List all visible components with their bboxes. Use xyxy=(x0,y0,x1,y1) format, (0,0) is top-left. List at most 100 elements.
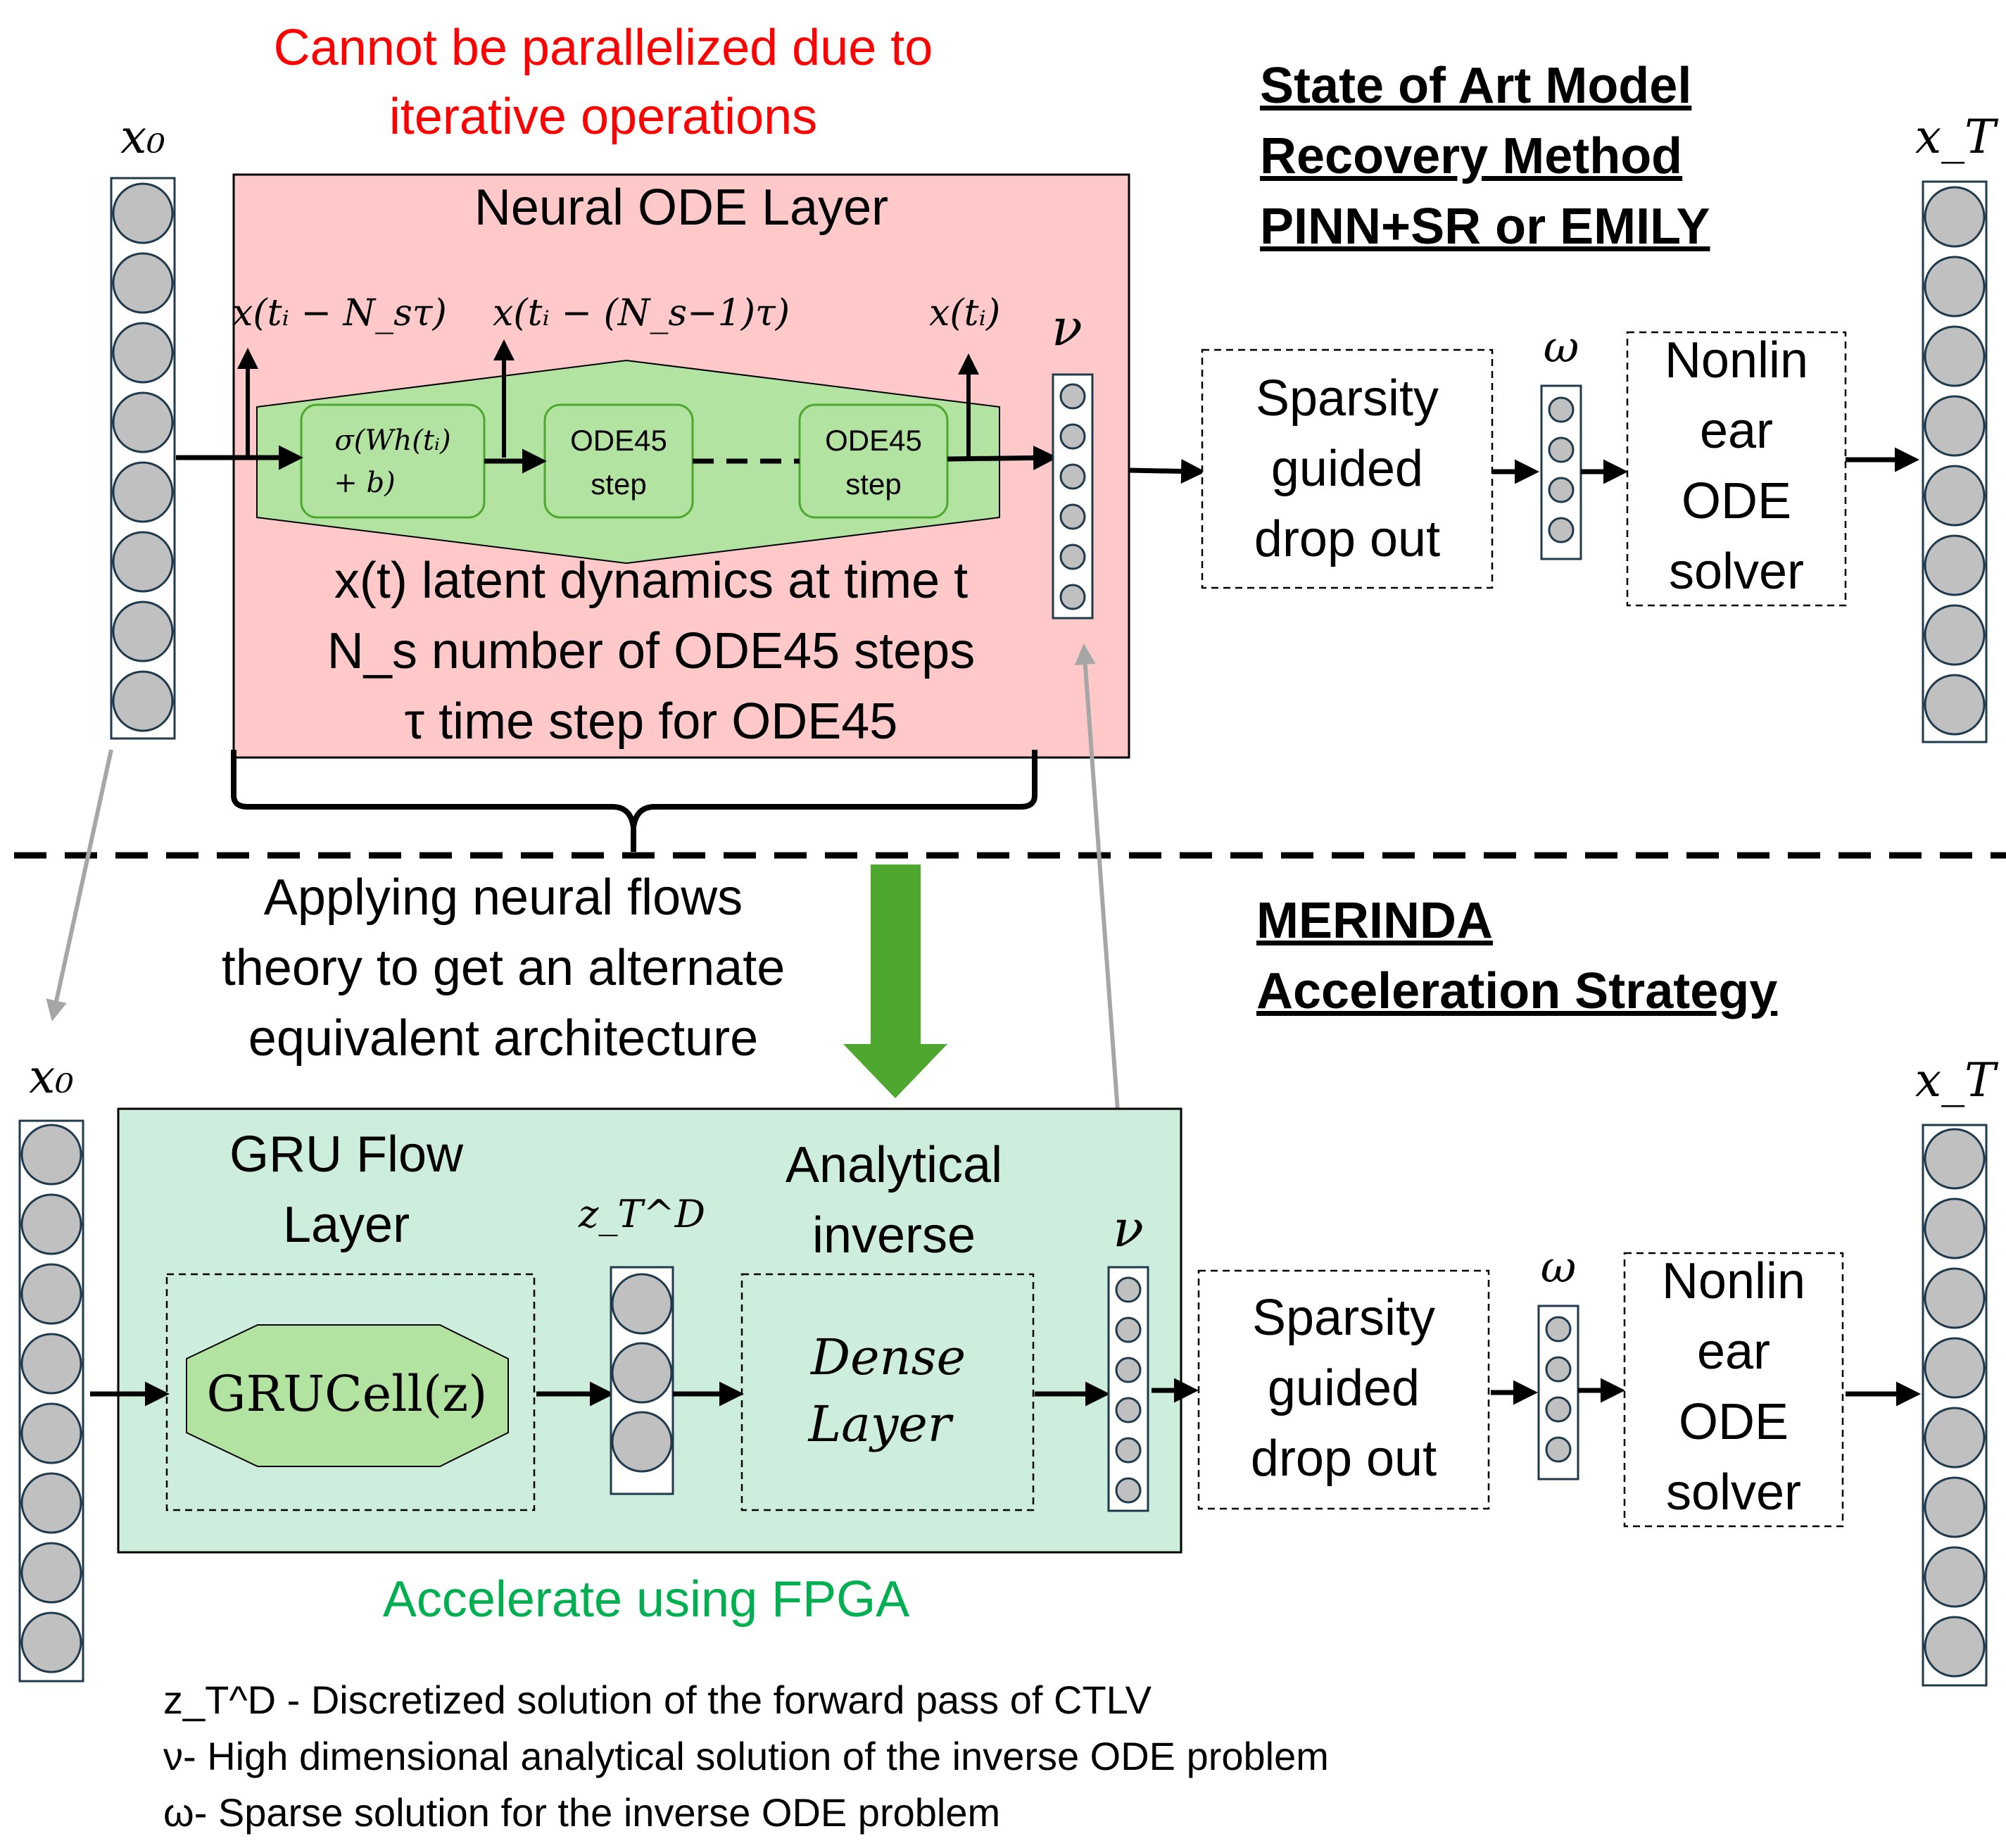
vector-node xyxy=(1924,1476,1986,1538)
vector-node xyxy=(20,1611,82,1673)
inverse-title-1: Analytical xyxy=(785,1137,1003,1193)
vector-node xyxy=(1924,1267,1986,1329)
vector-node xyxy=(1548,517,1575,543)
gru-title-2: Layer xyxy=(282,1197,410,1253)
vector-node xyxy=(1115,1316,1142,1343)
vector-node xyxy=(1059,423,1086,450)
vector-node xyxy=(1924,1407,1986,1469)
vector-node xyxy=(1924,674,1986,736)
ode-desc-3: τ time step for ODE45 xyxy=(404,693,898,750)
accelerate-label: Accelerate using FPGA xyxy=(382,1571,910,1628)
vector-node xyxy=(1059,503,1086,530)
vector-node xyxy=(1115,1357,1142,1383)
dense-line-2: Layer xyxy=(808,1395,952,1453)
vector-node xyxy=(20,1402,82,1464)
bottom-input-label: x₀ xyxy=(29,1050,74,1104)
neural-flows-3: equivalent architecture xyxy=(248,1010,759,1067)
top-nu-vector xyxy=(1052,373,1094,620)
vector-node xyxy=(611,1273,673,1335)
vector-node xyxy=(1924,1337,1986,1399)
transform-arrow xyxy=(843,865,947,1098)
bottom-solver-1: Nonlin xyxy=(1661,1253,1806,1309)
inverse-title-2: inverse xyxy=(812,1207,976,1264)
vector-node xyxy=(1115,1276,1142,1303)
vector-node xyxy=(112,252,174,314)
top-nu-label: ν xyxy=(1052,298,1083,357)
ode45-step-2-line-2: step xyxy=(845,467,902,501)
sota-heading-3: PINN+SR or EMILY xyxy=(1260,199,1710,255)
vector-node xyxy=(1115,1477,1142,1504)
vector-node xyxy=(112,461,174,523)
vector-node xyxy=(1545,1396,1572,1423)
vector-node xyxy=(1924,1546,1986,1608)
bottom-solver-2: ear xyxy=(1696,1324,1771,1380)
ode45-step-1-line-1: ODE45 xyxy=(570,424,667,457)
ode-desc-2: N_s number of ODE45 steps xyxy=(327,623,976,679)
ode-layer-title: Neural ODE Layer xyxy=(474,180,889,236)
vector-node xyxy=(20,1542,82,1604)
vector-node xyxy=(1115,1397,1142,1423)
vector-node xyxy=(20,1333,82,1395)
vector-node xyxy=(20,1263,82,1325)
bottom-omega-label: ω xyxy=(1540,1241,1577,1293)
vector-node xyxy=(1924,1198,1986,1259)
gru-cell-frame xyxy=(165,1273,536,1511)
legend-z: z_T^D - Discretized solution of the forw… xyxy=(163,1678,1152,1722)
bottom-dropout-box xyxy=(1197,1269,1490,1510)
vector-node xyxy=(1548,396,1575,423)
vector-node xyxy=(1924,395,1986,457)
vector-node xyxy=(112,531,174,593)
top-solver-2: ear xyxy=(1699,403,1774,459)
vector-node xyxy=(1924,256,1986,318)
brace xyxy=(231,750,1037,852)
top-solver-4: solver xyxy=(1668,543,1805,600)
vector-node xyxy=(1545,1316,1572,1343)
top-solver-3: ODE xyxy=(1681,473,1792,529)
sota-heading-2: Recovery Method xyxy=(1260,128,1683,184)
bottom-dropout-3: drop out xyxy=(1250,1431,1437,1487)
vector-node xyxy=(1924,534,1986,596)
vector-node xyxy=(112,391,174,453)
bottom-solver-4: solver xyxy=(1665,1464,1802,1521)
vector-node xyxy=(1924,186,1986,248)
warning-line-2: iterative operations xyxy=(389,89,818,145)
vector-node xyxy=(1059,463,1086,490)
ode45-step-2-line-1: ODE45 xyxy=(825,424,922,457)
top-solver-1: Nonlin xyxy=(1664,332,1809,389)
vector-node xyxy=(112,601,174,662)
sota-heading-1: State of Art Model xyxy=(1260,58,1692,114)
top-dropout-2: guided xyxy=(1270,441,1424,497)
warning-line-1: Cannot be parallelized due to xyxy=(273,20,933,76)
vector-node xyxy=(611,1342,673,1404)
vector-node xyxy=(1548,477,1575,503)
bottom-dropout-1: Sparsity xyxy=(1251,1290,1436,1346)
gru-cell-label: GRUCell(z) xyxy=(206,1365,488,1423)
merinda-heading-2: Acceleration Strategy xyxy=(1256,963,1778,1019)
gru-title-1: GRU Flow xyxy=(229,1126,464,1183)
dense-line-1: Dense xyxy=(811,1328,966,1386)
neural-flows-2: theory to get an alternate xyxy=(221,940,786,996)
vector-node xyxy=(20,1472,82,1534)
top-output-label: x_T xyxy=(1914,110,1996,164)
vector-node xyxy=(112,182,174,244)
vector-node xyxy=(1059,584,1086,610)
ode45-step-1-line-2: step xyxy=(591,467,647,501)
top-dropout-box xyxy=(1201,348,1494,589)
bottom-solver-3: ODE xyxy=(1678,1394,1789,1450)
top-solver-box xyxy=(1626,331,1847,607)
neural-flows-1: Applying neural flows xyxy=(263,869,743,926)
bottom-nu-label: ν xyxy=(1113,1199,1144,1258)
tap-label-1: x(tᵢ − N_sτ) xyxy=(232,292,447,334)
vector-node xyxy=(112,322,174,384)
ode-desc-1: x(t) latent dynamics at time t xyxy=(334,553,969,609)
top-dropout-3: drop out xyxy=(1254,511,1441,567)
vector-node xyxy=(1924,465,1986,527)
vector-node xyxy=(1545,1436,1572,1463)
top-omega-label: ω xyxy=(1543,321,1579,372)
bottom-output-label: x_T xyxy=(1914,1053,1996,1107)
bottom-dropout-2: guided xyxy=(1267,1360,1420,1416)
vector-node xyxy=(1115,1437,1142,1464)
merinda-heading-1: MERINDA xyxy=(1256,893,1493,949)
top-dropout-1: Sparsity xyxy=(1255,370,1439,427)
